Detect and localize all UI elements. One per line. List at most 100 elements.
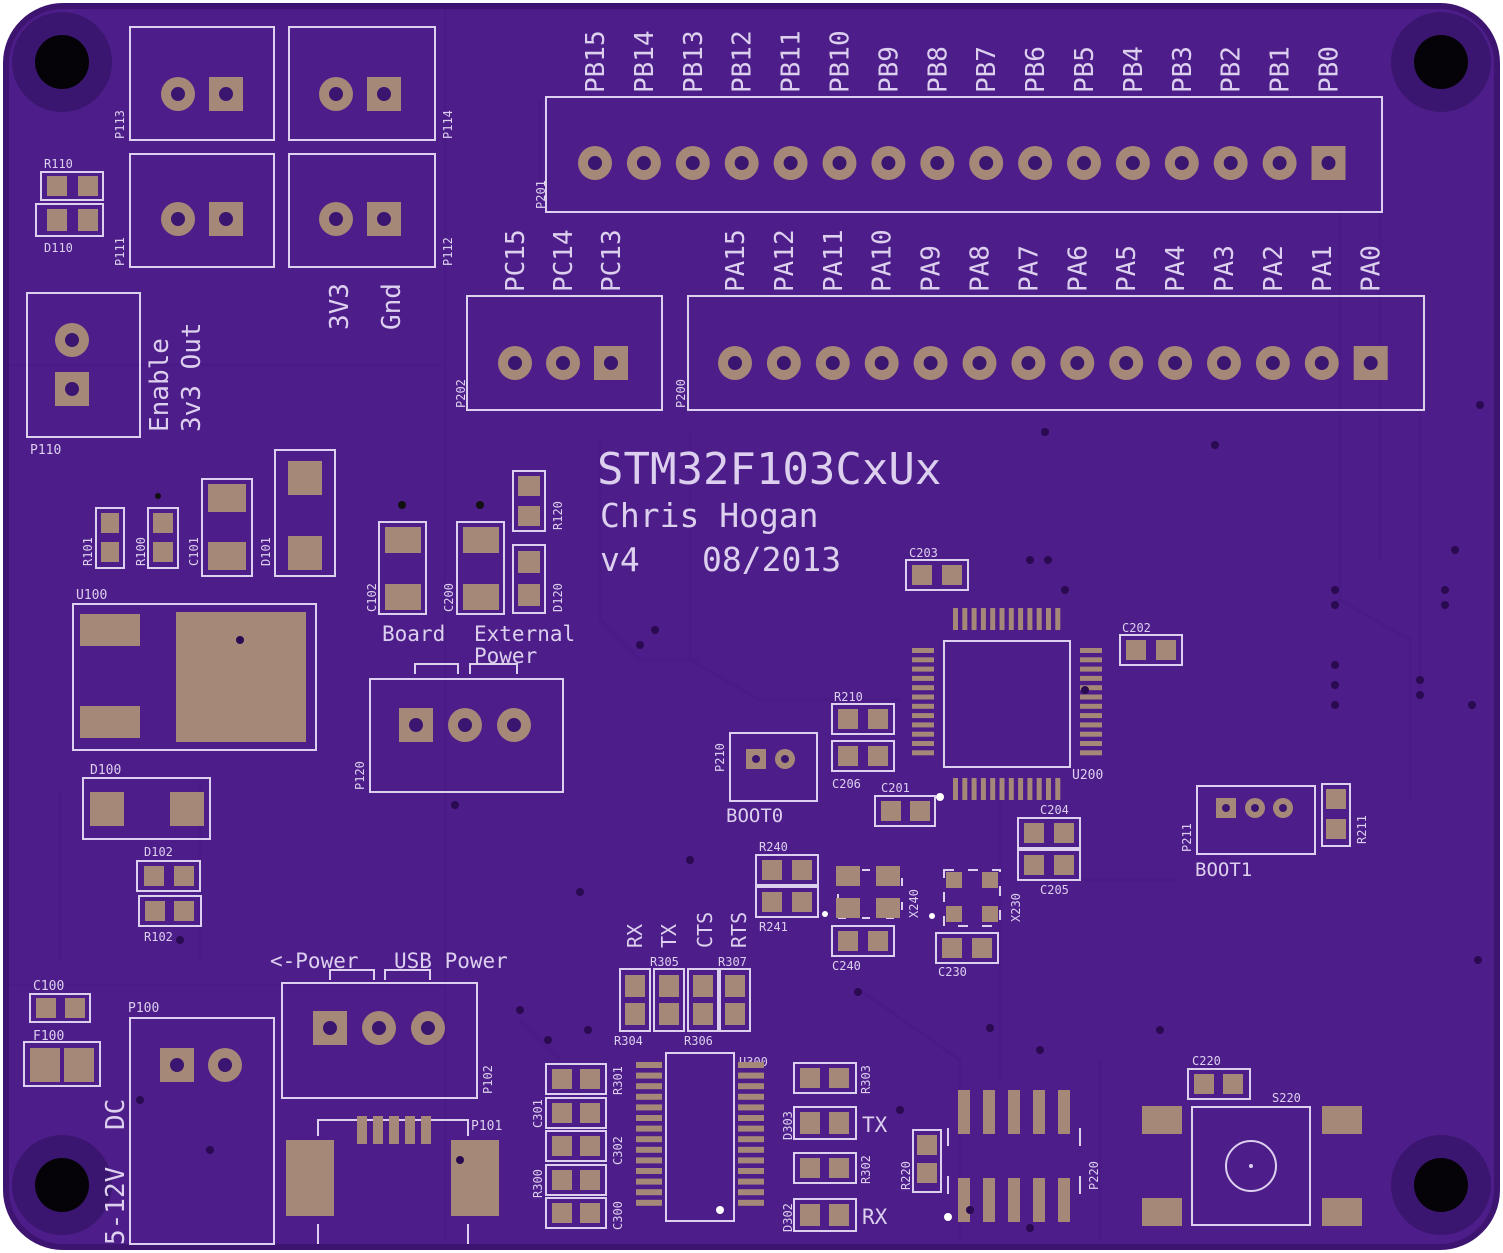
label-p200: P200 — [674, 379, 688, 408]
resistor-r120: R120 — [512, 470, 565, 532]
capacitor-c102: C102 — [365, 501, 427, 615]
regulator-u100: U100 — [72, 588, 317, 751]
p201-label-pb15: PB15 — [581, 30, 611, 93]
label-c203: C203 — [909, 546, 938, 560]
resistor-r211: R211 — [1321, 783, 1369, 847]
label-p114: P114 — [441, 110, 455, 139]
resistor-r241: R241 — [755, 886, 819, 934]
label-r306: R306 — [684, 1034, 713, 1048]
label-3v3: 3V3 — [325, 283, 355, 330]
label-c300: C300 — [611, 1201, 625, 1230]
label-gnd: Gnd — [377, 283, 407, 330]
p201-label-pb2: PB2 — [1217, 46, 1247, 93]
p200-label-pa5: PA5 — [1112, 245, 1142, 292]
label-r241: R241 — [759, 920, 788, 934]
mount-hole-br — [1414, 1158, 1468, 1212]
label-r307: R307 — [718, 955, 747, 969]
label-c206: C206 — [832, 777, 861, 791]
mount-hole-bl — [35, 1158, 89, 1212]
board-author: Chris Hogan — [600, 496, 819, 535]
capacitor-c201: C201 — [874, 781, 944, 827]
capacitor-c230: C230 — [935, 932, 999, 979]
resistor-r100: R100 — [134, 493, 179, 569]
diode-d100: D100 — [82, 763, 211, 840]
usb-connector-p101: P101 — [286, 1116, 502, 1244]
connector-p111: P111 — [113, 153, 275, 268]
label-p120: P120 — [353, 761, 367, 790]
label-r303: R303 — [859, 1065, 873, 1094]
label-r220: R220 — [899, 1161, 913, 1190]
label-r210: R210 — [834, 690, 863, 704]
p200-label-pa0: PA0 — [1357, 245, 1387, 292]
label-d102: D102 — [144, 845, 173, 859]
label-p202: P202 — [454, 379, 468, 408]
mcu-u200: U200 — [912, 608, 1103, 800]
usb-uart-u300: U300 — [636, 1052, 768, 1222]
crystal-x230: X230 — [929, 869, 1023, 927]
connector-p110: P110 — [26, 292, 141, 458]
label-d110: D110 — [44, 241, 73, 255]
capacitor-c100: C100 — [29, 979, 91, 1023]
p201-label-pb13: PB13 — [679, 30, 709, 93]
label-r100: R100 — [134, 537, 148, 566]
connector-p120: P120 — [353, 678, 564, 793]
label-s220: S220 — [1272, 1091, 1301, 1105]
resistor-r102: R102 — [138, 895, 202, 944]
label-r101: R101 — [81, 537, 95, 566]
label-x230: X230 — [1009, 893, 1023, 922]
label-r304: R304 — [614, 1034, 643, 1048]
resistor-r302: R302 — [793, 1152, 873, 1184]
capacitor-c206: C206 — [831, 740, 895, 791]
board-title: STM32F103CxUx — [597, 444, 941, 495]
label-c202: C202 — [1122, 621, 1151, 635]
label-x240: X240 — [907, 889, 921, 918]
label-r240: R240 — [759, 840, 788, 854]
jumper-p210: P210 BOOT0 — [713, 732, 818, 827]
p202-label-pc15: PC15 — [501, 229, 531, 292]
p201-label-pb8: PB8 — [923, 46, 953, 93]
connector-p113: P113 — [113, 26, 275, 141]
reset-button-s220[interactable]: S220 — [1142, 1091, 1362, 1226]
mount-hole-tr — [1414, 35, 1468, 89]
label-r102: R102 — [144, 930, 173, 944]
label-d303: D303 — [781, 1111, 795, 1140]
p201-label-pb3: PB3 — [1168, 46, 1198, 93]
label-r110: R110 — [44, 157, 73, 171]
label-3v3-out: 3v3 Out — [177, 322, 207, 432]
label-p100: P100 — [128, 1001, 159, 1016]
capacitor-c101: C101 — [187, 478, 253, 577]
label-tx: TX — [657, 924, 681, 948]
capacitor-c302: C302 — [545, 1130, 625, 1165]
fuse-f100: F100 — [23, 1029, 101, 1087]
jumper-p211: P211 BOOT1 — [1180, 785, 1316, 881]
capacitor-c200: C200 — [442, 501, 505, 615]
label-p210: P210 — [713, 743, 727, 772]
label-rx-led: RX — [862, 1205, 888, 1229]
label-d101: D101 — [259, 537, 273, 566]
p200-label-pa9: PA9 — [917, 245, 947, 292]
label-c102: C102 — [365, 583, 379, 612]
led-d120: D120 — [512, 544, 565, 614]
p200-label-pa1: PA1 — [1308, 245, 1338, 292]
resistor-r303: R303 — [793, 1062, 873, 1094]
board-version: v4 — [600, 540, 640, 579]
capacitor-c205: C205 — [1017, 849, 1081, 897]
p201-label-pb1: PB1 — [1266, 46, 1296, 93]
label-u100: U100 — [76, 588, 107, 603]
label-p111: P111 — [113, 237, 127, 266]
label-p201: P201 — [534, 180, 548, 209]
label-c204: C204 — [1040, 803, 1069, 817]
label-rx: RX — [623, 924, 647, 948]
label-rts: RTS — [727, 912, 751, 948]
capacitor-c202: C202 — [1119, 621, 1183, 666]
label-c101: C101 — [187, 537, 201, 566]
resistor-r301: R301 — [545, 1063, 625, 1095]
p202-label-pc13: PC13 — [597, 229, 627, 292]
crystal-x240: X240 — [822, 866, 921, 919]
resistor-r240: R240 — [755, 840, 819, 886]
p201-label-pb14: PB14 — [630, 30, 660, 93]
dc-jack-p100: P100 — [128, 1001, 275, 1245]
